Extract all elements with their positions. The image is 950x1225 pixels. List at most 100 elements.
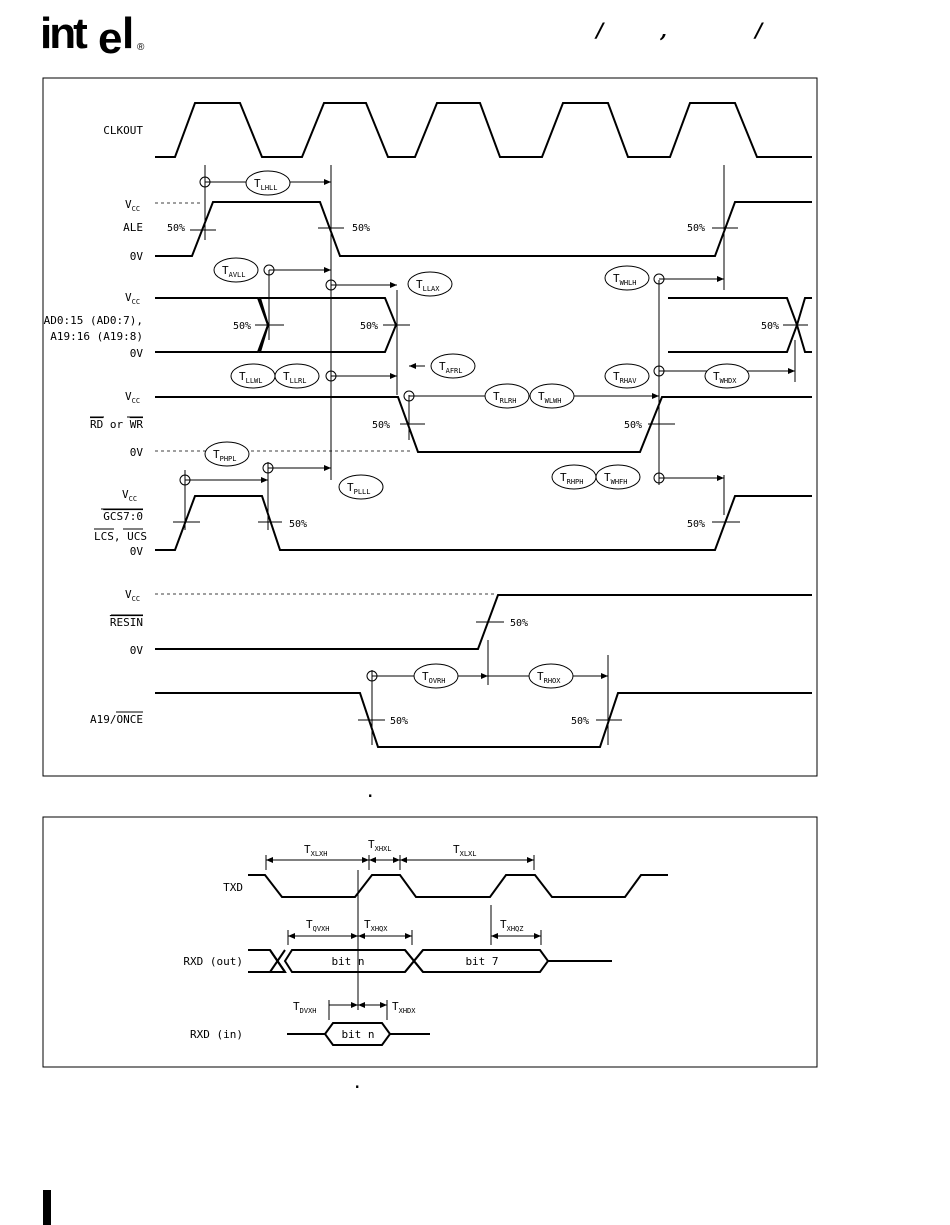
timing-afrl: TAFRL xyxy=(430,353,476,379)
ad-waveform-bot-4 xyxy=(796,324,812,353)
clkout-waveform xyxy=(155,102,812,158)
t-xhqx: TXHQX xyxy=(364,918,388,933)
rd-wr-waveform xyxy=(155,396,812,453)
ad-waveform-top-4 xyxy=(796,297,812,326)
rd-50-label-1: 50% xyxy=(372,420,390,431)
gcs-waveform xyxy=(155,495,812,551)
arrow-rhph xyxy=(653,472,724,484)
t-qvxh: TQVXH xyxy=(306,918,329,933)
figure2-frame xyxy=(42,816,818,1068)
t-dvxh: TDVXH xyxy=(293,1000,316,1015)
ale-50-label-2: 50% xyxy=(352,223,370,234)
header-mark-2: , xyxy=(660,18,667,42)
clkout-label: CLKOUT xyxy=(103,124,143,137)
ad-vcc-label: VCC xyxy=(125,291,140,306)
arrow-xhqx xyxy=(358,933,412,939)
ad-label-line2: A19:16 (A19:8) xyxy=(50,330,143,343)
t-xhdx: TXHDX xyxy=(392,1000,416,1015)
figure1-caption: . xyxy=(366,785,374,800)
rd-wr-label: RD or WR xyxy=(90,418,143,431)
svg-text:TWLWH: TWLWH xyxy=(538,390,561,405)
svg-text:TOVRH: TOVRH xyxy=(422,670,445,685)
timing-whdx: TWHDX xyxy=(704,363,750,389)
ad-50-label-2: 50% xyxy=(360,321,378,332)
ale-label: ALE xyxy=(123,221,143,234)
timing-whlh: TWHLH xyxy=(604,265,650,291)
timing-rhox: TRHOX xyxy=(528,663,574,689)
ad-waveform-bot-2 xyxy=(258,324,397,353)
svg-text:TPHPL: TPHPL xyxy=(213,448,236,463)
svg-text:TRHOX: TRHOX xyxy=(537,670,561,685)
rxd-out-cross-1c xyxy=(269,949,286,973)
gcs-50-label-1: 50% xyxy=(289,519,307,530)
registered-mark: ® xyxy=(137,42,145,53)
arrow-dvxh xyxy=(329,1002,358,1008)
timing-phpl: TPHPL xyxy=(204,441,250,467)
bus-timing-diagram: CLKOUT VCC ALE 0V 50% 50% 50% VCC AD0:15… xyxy=(42,77,818,800)
txd-label: TXD xyxy=(223,881,243,894)
gcs-vcc-label: VCC xyxy=(122,488,137,503)
ad-50-label-3: 50% xyxy=(761,321,779,332)
arrow-xhxl xyxy=(369,857,400,863)
svg-text:TRLRH: TRLRH xyxy=(493,390,516,405)
timing-llrl: TLLRL xyxy=(274,363,320,389)
arrow-qvxh xyxy=(288,933,358,939)
once-50-label-1: 50% xyxy=(390,716,408,727)
gcs-0v-label: 0V xyxy=(130,545,144,558)
rxd-out-label: RXD (out) xyxy=(183,955,243,968)
resin-50-label: 50% xyxy=(510,618,528,629)
ale-50-label-1: 50% xyxy=(167,223,185,234)
arrow-xlxh xyxy=(266,857,369,863)
txd-waveform xyxy=(248,874,668,898)
arrow-llax xyxy=(325,279,397,291)
arrow-whlh xyxy=(653,273,724,285)
header-mark-3: / xyxy=(755,18,763,42)
resin-label: RESIN xyxy=(110,616,143,629)
timing-llwl: TLLWL xyxy=(230,363,276,389)
arrow-afrl xyxy=(409,363,425,369)
timing-avll: TAVLL xyxy=(213,257,259,283)
arrow-avll xyxy=(263,264,331,276)
once-50-label-2: 50% xyxy=(571,716,589,727)
ale-vcc-label: VCC xyxy=(125,198,140,213)
rd-vcc-label: VCC xyxy=(125,390,140,405)
gcs-label: GCS7:0 xyxy=(103,510,143,523)
timing-whfh: TWHFH xyxy=(595,464,641,490)
timing-wlwh: TWLWH xyxy=(529,383,575,409)
gcs-50-label-2: 50% xyxy=(687,519,705,530)
arrow-phpl xyxy=(179,474,268,486)
intel-logo: int e l ® xyxy=(40,8,155,67)
svg-text:TRHAV: TRHAV xyxy=(613,370,637,385)
page-edge-bar xyxy=(43,1190,51,1225)
rxd-out-bit-n-label: bit n xyxy=(331,955,364,968)
svg-text:l: l xyxy=(122,9,134,58)
ad-label-line1: AD0:15 (AD0:7), xyxy=(44,314,143,327)
svg-text:TAFRL: TAFRL xyxy=(439,360,462,375)
svg-text:TLLAX: TLLAX xyxy=(416,278,440,293)
svg-text:TWHDX: TWHDX xyxy=(713,370,737,385)
rxd-in-bit-n-label: bit n xyxy=(341,1028,374,1041)
svg-text:TLLWL: TLLWL xyxy=(239,370,262,385)
ale-waveform xyxy=(155,201,812,257)
header-mark-1: / xyxy=(596,18,604,42)
figure1-frame xyxy=(42,77,818,777)
once-label: A19/ONCE xyxy=(90,713,143,726)
t-xhxl: TXHXL xyxy=(368,838,391,853)
once-waveform xyxy=(155,692,812,748)
lcs-ucs-label: LCS, UCS xyxy=(94,530,147,543)
svg-text:TWHFH: TWHFH xyxy=(604,471,627,486)
svg-text:TPLLL: TPLLL xyxy=(347,481,370,496)
ale-50-label-3: 50% xyxy=(687,223,705,234)
svg-text:TRHPH: TRHPH xyxy=(560,471,583,486)
svg-text:int: int xyxy=(40,9,88,58)
rd-50-label-2: 50% xyxy=(624,420,642,431)
rd-0v-label: 0V xyxy=(130,446,144,459)
t-xlxh: TXLXH xyxy=(304,843,327,858)
timing-lhll: TLHLL xyxy=(245,170,291,196)
t-xlxl: TXLXL xyxy=(453,843,476,858)
t-xhqz: TXHQZ xyxy=(500,918,523,933)
rxd-in-label: RXD (in) xyxy=(190,1028,243,1041)
svg-text:TAVLL: TAVLL xyxy=(222,264,245,279)
svg-text:TLHLL: TLHLL xyxy=(254,177,277,192)
